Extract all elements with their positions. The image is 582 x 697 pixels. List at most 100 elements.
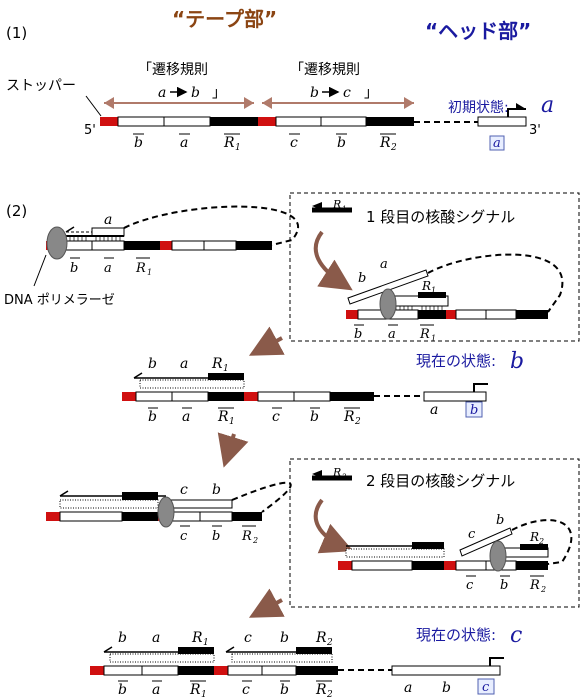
svg-text:b: b: [496, 513, 504, 528]
step-initial-binding: a b a R 1: [46, 205, 300, 277]
svg-text:b: b: [134, 135, 143, 151]
rule2-close: 」: [364, 85, 378, 101]
svg-text:1: 1: [147, 268, 152, 277]
state-c-head-box: [477, 678, 495, 695]
svg-text:c: c: [290, 135, 298, 151]
svg-text:a: a: [380, 257, 388, 272]
rule1-from: a: [158, 85, 166, 101]
svg-text:2: 2: [252, 536, 258, 545]
signal2-text: 2 段目の核酸シグナル: [366, 472, 515, 490]
tape-segment-r2: [366, 117, 414, 126]
stopper-1: [100, 117, 118, 126]
svg-text:R: R: [379, 135, 391, 151]
svg-text:1: 1: [431, 334, 436, 343]
svg-text:2: 2: [326, 690, 333, 697]
step-second-binding: c b c b R 2: [46, 481, 292, 545]
svg-text:b: b: [354, 327, 362, 342]
state-c-strand: b a R 1 c b R 2 b a R 1 c b R 2 a b: [90, 630, 504, 697]
svg-text:b: b: [148, 356, 157, 372]
svg-text:1: 1: [201, 690, 207, 697]
svg-text:R: R: [315, 630, 327, 646]
svg-text:1: 1: [223, 364, 229, 374]
stopper-pointer: [85, 95, 102, 117]
head-symbol: a: [493, 136, 501, 151]
svg-text:c: c: [468, 527, 476, 542]
polymerase-label: DNA ポリメラーゼ: [4, 293, 115, 308]
stopper-label: ストッパー: [6, 78, 76, 94]
svg-text:R: R: [421, 279, 431, 293]
svg-text:a: a: [182, 409, 190, 425]
svg-text:b: b: [212, 529, 220, 544]
svg-text:b: b: [148, 409, 157, 425]
svg-text:R: R: [135, 261, 146, 276]
svg-text:2: 2: [540, 585, 546, 594]
svg-text:c: c: [242, 682, 250, 697]
signal2-arrow: [313, 498, 354, 554]
rule2-from: b: [310, 85, 319, 101]
rule2-to: c: [343, 85, 351, 101]
polymerase-1: [46, 226, 68, 260]
state-c-head-symbol: c: [482, 680, 490, 695]
svg-text:b: b: [358, 271, 366, 286]
svg-text:b: b: [500, 578, 508, 593]
head-segment: [477, 116, 527, 127]
signal2-r: R: [332, 466, 341, 479]
svg-text:c: c: [180, 529, 188, 544]
svg-text:a: a: [104, 212, 112, 228]
head-title: “ヘッド部”: [425, 19, 531, 43]
svg-text:a: a: [180, 356, 188, 372]
svg-text:R: R: [241, 529, 252, 544]
polymerase-4: [489, 540, 507, 572]
signal2-primer: [312, 470, 352, 481]
svg-text:R: R: [419, 327, 430, 342]
svg-text:b: b: [118, 682, 127, 697]
svg-text:b: b: [280, 630, 289, 646]
svg-text:R: R: [223, 135, 235, 151]
five-prime: 5': [84, 123, 96, 138]
state-b-strand: b a R 1 b a R 1 c b R 2 a: [122, 356, 488, 427]
current-state-c-label: 現在の状態:: [416, 626, 496, 644]
tape-title: “テープ部”: [172, 7, 277, 31]
section1-label: (1): [6, 24, 27, 42]
svg-text:b: b: [118, 630, 127, 646]
svg-text:1: 1: [235, 143, 241, 153]
svg-text:b: b: [70, 261, 78, 276]
svg-text:c: c: [272, 409, 280, 425]
svg-text:a: a: [404, 680, 412, 696]
tape-segment-r1: [210, 117, 258, 126]
three-prime: 3': [529, 123, 541, 138]
flow-arrow-1: [248, 326, 285, 356]
svg-text:R: R: [343, 409, 355, 425]
current-state-c-value: c: [510, 623, 522, 648]
signal1-binding: b a R 1 b a R 1: [346, 253, 564, 343]
svg-text:2: 2: [326, 638, 333, 648]
svg-text:2: 2: [390, 143, 397, 153]
head-symbol-box: [489, 135, 505, 151]
svg-text:R: R: [529, 530, 539, 544]
svg-text:1: 1: [431, 286, 436, 295]
polymerase-2: [379, 288, 397, 320]
svg-text:R: R: [189, 682, 201, 697]
signal2-box: [289, 458, 580, 608]
svg-text:c: c: [180, 482, 188, 498]
svg-text:R: R: [217, 409, 229, 425]
signal1-box: [289, 192, 580, 342]
svg-text:R: R: [211, 356, 223, 372]
svg-text:1: 1: [342, 205, 346, 213]
flow-arrow-3: [248, 588, 285, 618]
head-flag: [507, 108, 526, 117]
svg-text:c: c: [466, 578, 474, 593]
state-b-head-box: [465, 401, 483, 418]
signal1-primer: [312, 202, 352, 213]
svg-text:b: b: [442, 680, 451, 696]
svg-text:1: 1: [229, 417, 235, 427]
section2-label: (2): [6, 202, 27, 220]
rule1-title: 「遷移規則: [138, 62, 208, 78]
svg-text:b: b: [212, 482, 221, 498]
initial-state-value: a: [541, 93, 554, 118]
svg-text:a: a: [104, 261, 112, 276]
polymerase-3: [157, 496, 175, 528]
signal1-text: 1 段目の核酸シグナル: [366, 208, 515, 226]
current-state-b-label: 現在の状態:: [416, 352, 496, 370]
